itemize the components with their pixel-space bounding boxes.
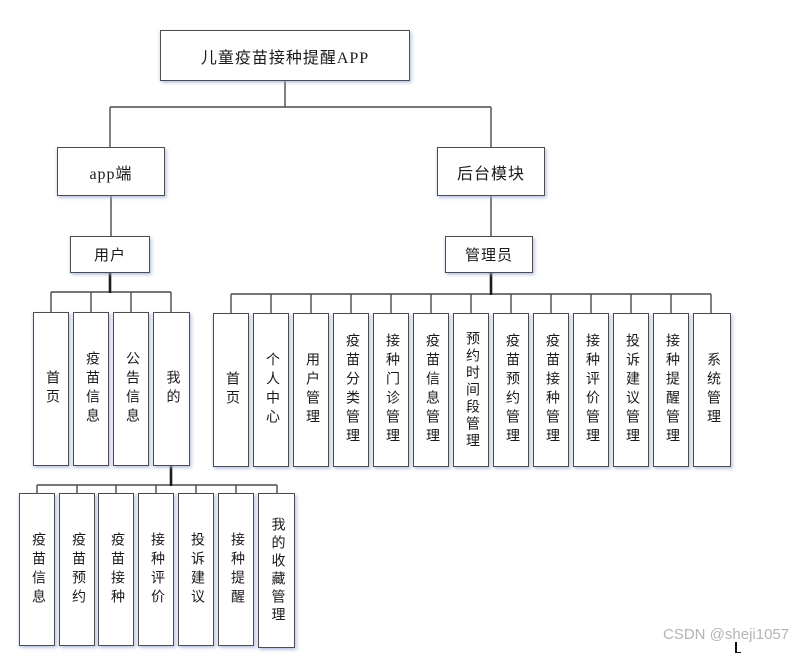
text-cursor-artifact: [735, 642, 741, 653]
admin-module-vaccine-booking-mgmt: 疫苗预约管理: [493, 313, 529, 467]
app-branch-box: app端: [57, 147, 165, 196]
my-module-vaccine-booking: 疫苗预约: [59, 493, 95, 646]
user-role-box: 用户: [70, 236, 150, 273]
app-module-vaccine-info: 疫苗信息: [73, 312, 109, 466]
root-box: 儿童疫苗接种提醒APP: [160, 30, 410, 81]
app-branch-label: app端: [89, 165, 133, 183]
admin-module-evaluation-mgmt: 接种评价管理: [573, 313, 609, 467]
my-module-favorites-mgmt: 我的收藏管理: [258, 493, 295, 648]
admin-module-vaccine-info-mgmt: 疫苗信息管理: [413, 313, 449, 467]
watermark: CSDN @sheji1057: [663, 626, 790, 643]
admin-module-complaint-mgmt: 投诉建议管理: [613, 313, 649, 467]
app-module-home: 首页: [33, 312, 69, 466]
my-module-complaint: 投诉建议: [178, 493, 214, 646]
admin-module-personal-center: 个人中心: [253, 313, 289, 467]
root-label: 儿童疫苗接种提醒APP: [200, 49, 370, 67]
my-module-evaluation: 接种评价: [138, 493, 174, 646]
my-module-vaccine-info: 疫苗信息: [19, 493, 55, 646]
admin-module-timeslot-mgmt: 预约时间段管理: [453, 313, 489, 467]
admin-role-box: 管理员: [445, 236, 533, 273]
my-module-reminder: 接种提醒: [218, 493, 254, 646]
admin-role-label: 管理员: [464, 248, 513, 264]
admin-module-vaccination-mgmt: 疫苗接种管理: [533, 313, 569, 467]
admin-module-system-mgmt: 系统管理: [693, 313, 731, 467]
my-module-vaccination: 疫苗接种: [98, 493, 134, 646]
user-role-label: 用户: [93, 248, 126, 264]
admin-module-reminder-mgmt: 接种提醒管理: [653, 313, 689, 467]
admin-module-user-mgmt: 用户管理: [293, 313, 329, 467]
admin-module-home: 首页: [213, 313, 249, 467]
app-module-mine: 我的: [153, 312, 190, 466]
admin-module-clinic-mgmt: 接种门诊管理: [373, 313, 409, 467]
app-module-announcement-info: 公告信息: [113, 312, 149, 466]
admin-module-vaccine-category-mgmt: 疫苗分类管理: [333, 313, 369, 467]
backend-branch-label: 后台模块: [456, 165, 525, 183]
backend-branch-box: 后台模块: [437, 147, 545, 196]
